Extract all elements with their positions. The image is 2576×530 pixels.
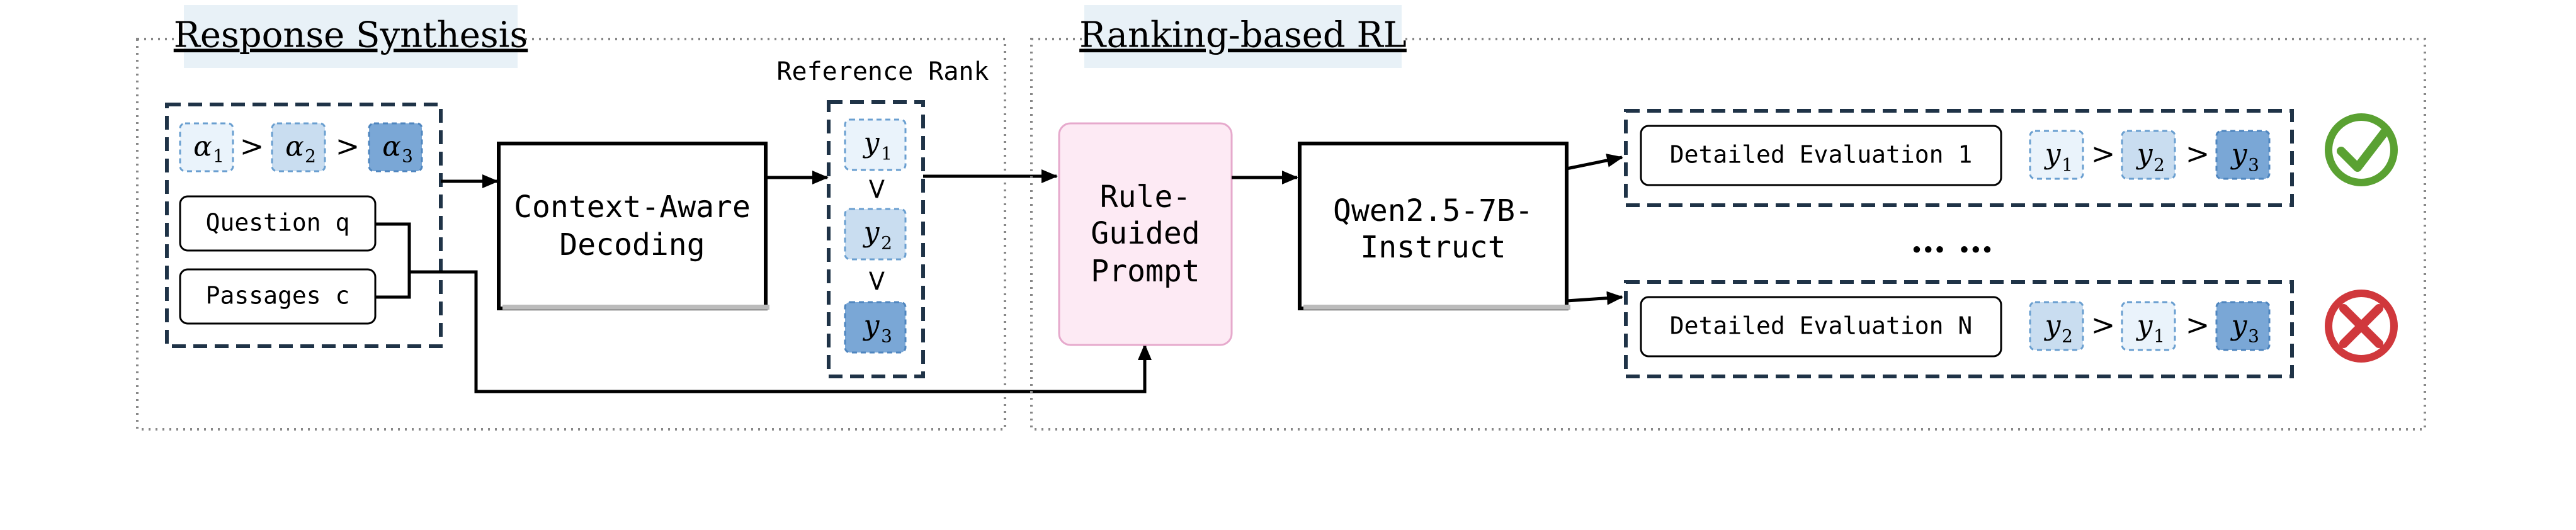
- model-to-evaln-arrow: [1566, 291, 1623, 305]
- evaln-rank-2-label: y: [2136, 310, 2153, 342]
- ref-y1-token: [844, 118, 907, 171]
- ref-y2-subscript: 2: [881, 233, 892, 254]
- check-mark-icon: [2325, 113, 2398, 186]
- evaluation-1-group: [1624, 109, 2294, 207]
- ranking-rl-section: [1030, 38, 2426, 431]
- ref-y2-token: [844, 208, 907, 261]
- ref-y3-subscript: 3: [881, 326, 892, 347]
- ranking-rl-title: Ranking-based RL: [1079, 15, 1407, 56]
- evaluation-n-label: Detailed Evaluation N: [1670, 312, 1972, 340]
- alpha-1-subscript: 1: [213, 146, 224, 167]
- evaln-rank-2-subscript: 1: [2153, 326, 2165, 347]
- qwen-shadow: [1303, 305, 1570, 310]
- ref-y3-token: [844, 301, 907, 354]
- eval1-rank-1-label: y: [2044, 138, 2062, 171]
- ref-y1-label: y: [863, 127, 880, 159]
- input-group-box: [165, 103, 443, 348]
- cross-mark-icon: [2325, 290, 2398, 363]
- evaluation-n-box: [1640, 296, 2002, 358]
- reference-rank-title: Reference Rank: [776, 57, 989, 86]
- passages-label: Passages c: [206, 282, 350, 310]
- decoder-label-line2: Decoding: [559, 227, 705, 262]
- eval1-rank-3-subscript: 3: [2248, 155, 2259, 176]
- passages-connector: [375, 270, 1152, 393]
- qwen-label-line2: Instruct: [1360, 230, 1506, 265]
- decoder-shadow: [502, 305, 769, 310]
- evaluation-1-box: [1640, 125, 2002, 186]
- alpha-1-label: α: [193, 131, 212, 163]
- eval1-rank-2-label: y: [2136, 138, 2153, 171]
- alpha-ranking: α 1 > α 2 > α 3: [179, 122, 423, 172]
- alpha-sep-2: >: [336, 129, 360, 163]
- eval1-rank-2-token: [2121, 130, 2176, 180]
- evaluation-n-group: [1624, 280, 2294, 378]
- alpha-3-label: α: [382, 131, 401, 163]
- alpha-3-token: [368, 122, 423, 172]
- eval1-rank-1-subscript: 1: [2062, 155, 2073, 176]
- evaln-rank-3-token: [2215, 301, 2271, 351]
- ref-y1-subscript: 1: [881, 144, 892, 164]
- response-synthesis-title: Response Synthesis: [174, 15, 528, 56]
- alpha-2-label: α: [285, 131, 304, 163]
- evaln-rank-3-label: y: [2230, 310, 2248, 342]
- ref-sep-1: >: [861, 177, 895, 201]
- alpha-3-subscript: 3: [402, 146, 413, 167]
- prompt-line2: Guided: [1091, 216, 1200, 251]
- evaln-rank-1-label: y: [2044, 310, 2062, 342]
- eval1-rank-2-subscript: 2: [2153, 155, 2165, 176]
- qwen-label-line1: Qwen2.5-7B-: [1333, 193, 1533, 228]
- prompt-line1: Rule-: [1100, 179, 1191, 215]
- alpha-sep-1: >: [240, 129, 264, 163]
- response-synthesis-section: [136, 38, 1006, 431]
- prompt-line3: Prompt: [1091, 254, 1200, 289]
- ref-y2-label: y: [863, 217, 880, 249]
- evaln-rank-3-subscript: 3: [2248, 326, 2259, 347]
- alpha-2-subscript: 2: [305, 146, 316, 167]
- eval1-sep-1: >: [2091, 137, 2116, 171]
- reference-rank-box: [827, 100, 925, 378]
- eval1-rank-3-label: y: [2230, 138, 2248, 171]
- ref-y3-label: y: [863, 310, 880, 342]
- ranking-rl-title-bg: [1084, 5, 1402, 68]
- evaln-rank-1-subscript: 2: [2062, 326, 2073, 347]
- eval1-sep-2: >: [2186, 137, 2210, 171]
- response-synthesis-title-bg: [184, 5, 518, 68]
- qwen-model-box: [1298, 142, 1569, 310]
- evaln-rank-1-token: [2029, 301, 2084, 351]
- evaln-sep-1: >: [2091, 308, 2116, 342]
- context-aware-decoding-box: [497, 142, 768, 310]
- evaluation-ellipsis: … …: [1910, 220, 1994, 261]
- question-label: Question q: [206, 209, 350, 237]
- alpha-2-token: [271, 122, 326, 172]
- ref-sep-2: >: [861, 269, 895, 293]
- decoder-label-line1: Context-Aware: [514, 189, 751, 225]
- evaln-sep-2: >: [2186, 308, 2210, 342]
- rule-guided-prompt-border: [1058, 122, 1233, 346]
- evaln-rank-2-token: [2121, 301, 2176, 351]
- alpha-1-token: [179, 122, 234, 172]
- model-to-eval1-arrow: [1566, 154, 1623, 171]
- eval1-rank-1-token: [2029, 130, 2084, 180]
- evaluation-1-label: Detailed Evaluation 1: [1670, 141, 1972, 169]
- question-connector: [375, 222, 411, 297]
- eval1-rank-3-token: [2215, 130, 2271, 180]
- rule-guided-prompt-box: [1059, 123, 1232, 345]
